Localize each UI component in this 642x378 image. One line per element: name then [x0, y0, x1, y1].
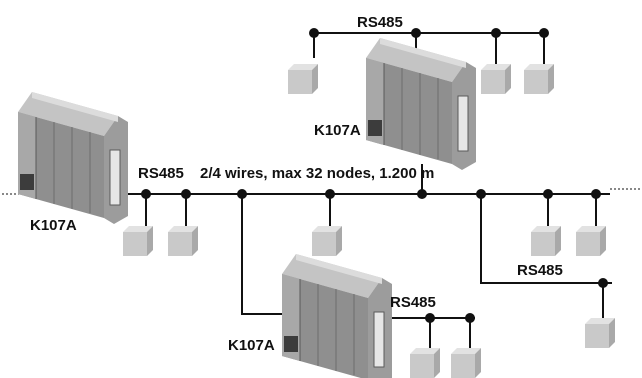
- junction-dot-icon: [237, 189, 247, 199]
- junction-dot-icon: [476, 189, 486, 199]
- junction-dot-icon: [325, 189, 335, 199]
- junction-dot-icon: [539, 28, 549, 38]
- din-rail-module-icon: [365, 37, 477, 171]
- junction-dot-icon: [411, 28, 421, 38]
- junction-dot-icon: [491, 28, 501, 38]
- rs485-node-box-icon: [524, 64, 554, 94]
- junctions: [141, 28, 608, 323]
- rs485-node-box-icon: [123, 226, 153, 256]
- rs485-node-box-icon: [410, 348, 440, 378]
- wires: [2, 32, 640, 350]
- din-rail-module-icon: [281, 253, 393, 378]
- junction-dot-icon: [181, 189, 191, 199]
- branch-to-bottom-module: [241, 194, 290, 315]
- junction-dot-icon: [309, 28, 319, 38]
- junction-dot-icon: [425, 313, 435, 323]
- label-main-bus: 2/4 wires, max 32 nodes, 1.200 m: [200, 165, 434, 182]
- label-module-bottom: K107A: [228, 337, 275, 354]
- rs485-node-box-icon: [312, 226, 342, 256]
- junction-dot-icon: [141, 189, 151, 199]
- rs485-node-box-icon: [576, 226, 606, 256]
- junction-dot-icon: [591, 189, 601, 199]
- label-rs485-right: RS485: [517, 262, 563, 279]
- rs485-node-box-icon: [585, 318, 615, 348]
- junction-dot-icon: [543, 189, 553, 199]
- label-rs485-left: RS485: [138, 165, 184, 182]
- junction-dot-icon: [417, 189, 427, 199]
- module-left: [17, 91, 129, 225]
- din-rail-module-icon: [17, 91, 129, 225]
- junction-dot-icon: [465, 313, 475, 323]
- label-module-top: K107A: [314, 122, 361, 139]
- right-rs485-branch: [480, 194, 612, 284]
- rs485-node-box-icon: [451, 348, 481, 378]
- rs485-node-box-icon: [531, 226, 561, 256]
- labels: RS485 K107A RS485 2/4 wires, max 32 node…: [30, 14, 563, 354]
- rs485-node-box-icon: [168, 226, 198, 256]
- label-rs485-top: RS485: [357, 14, 403, 31]
- module-bottom: [281, 253, 393, 378]
- junction-dot-icon: [598, 278, 608, 288]
- rs485-node-box-icon: [481, 64, 511, 94]
- rs485-node-box-icon: [288, 64, 318, 94]
- label-module-left: K107A: [30, 217, 77, 234]
- label-rs485-bottom: RS485: [390, 294, 436, 311]
- module-top: [365, 37, 477, 171]
